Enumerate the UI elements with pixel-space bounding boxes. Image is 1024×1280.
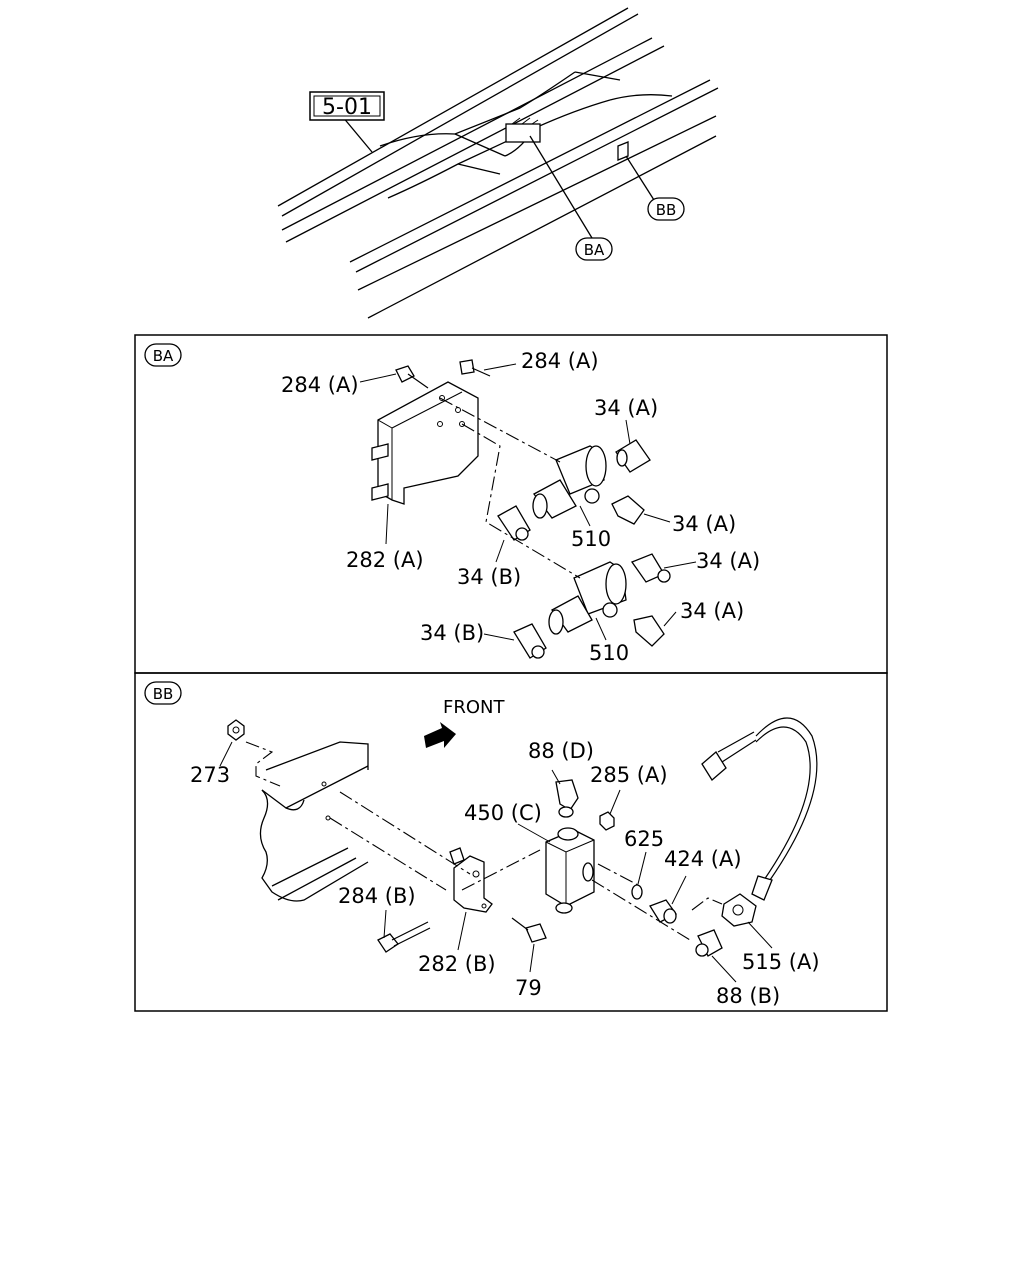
callout-bb-label: BB xyxy=(656,201,677,219)
label-34b-upper: 34 (B) xyxy=(457,565,521,589)
label-34a-mid: 34 (A) xyxy=(672,512,736,536)
label-88b: 88 (B) xyxy=(716,984,780,1008)
front-arrow-icon xyxy=(424,722,456,748)
panel-bb-badge-label: BB xyxy=(153,685,174,703)
label-34a-lower2: 34 (A) xyxy=(680,599,744,623)
label-515a: 515 (A) xyxy=(742,950,820,974)
label-424a: 424 (A) xyxy=(664,847,742,871)
label-285a: 285 (A) xyxy=(590,763,668,787)
panel-bb-drawing xyxy=(219,717,818,983)
panel-ba-badge-label: BA xyxy=(153,347,174,365)
ref-box-5-01 xyxy=(309,91,385,121)
label-284b: 284 (B) xyxy=(338,884,416,908)
label-282b: 282 (B) xyxy=(418,952,496,976)
label-34a-lower1: 34 (A) xyxy=(696,549,760,573)
label-450c: 450 (C) xyxy=(464,801,542,825)
label-510-upper: 510 xyxy=(571,527,611,551)
label-510-lower: 510 xyxy=(589,641,629,665)
label-284a-left: 284 (A) xyxy=(281,373,359,397)
panel-bb-badge xyxy=(144,681,182,705)
label-34b-lower: 34 (B) xyxy=(420,621,484,645)
front-label: FRONT xyxy=(443,697,505,718)
overview-frame-drawing xyxy=(277,7,719,319)
panel-ba-drawing xyxy=(359,359,697,659)
callout-bb-badge xyxy=(647,197,685,221)
label-273: 273 xyxy=(190,763,230,787)
label-88d: 88 (D) xyxy=(528,739,594,763)
label-34a-top: 34 (A) xyxy=(594,396,658,420)
label-625: 625 xyxy=(624,827,664,851)
callout-ba-badge xyxy=(575,237,613,261)
panel-ba-frame xyxy=(134,334,888,674)
panel-ba-badge xyxy=(144,343,182,367)
panel-bb-frame xyxy=(134,672,888,1012)
label-284a-right: 284 (A) xyxy=(521,349,599,373)
ref-box-label: 5-01 xyxy=(322,95,372,120)
label-79: 79 xyxy=(515,976,542,1000)
callout-ba-label: BA xyxy=(584,241,605,259)
label-282a: 282 (A) xyxy=(346,548,424,572)
